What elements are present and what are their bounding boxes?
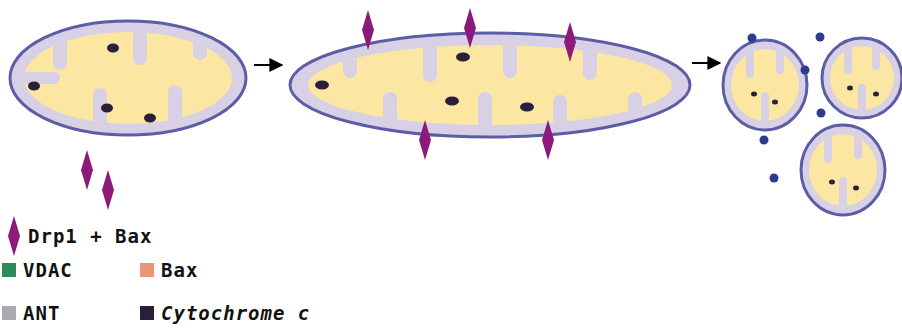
process-arrow xyxy=(692,62,720,64)
cytochrome-c xyxy=(315,53,534,112)
legend-label: Bax xyxy=(161,259,198,281)
crista xyxy=(872,40,880,70)
cristae xyxy=(844,40,880,120)
cytochrome-dot xyxy=(801,66,810,75)
outer-membrane xyxy=(10,21,246,135)
cytochrome-dot xyxy=(770,174,779,183)
cytochrome-dot xyxy=(445,97,459,106)
cristae xyxy=(746,40,784,132)
cytochrome-dot xyxy=(847,86,853,91)
drp1-bax-diamond xyxy=(542,120,554,160)
crista xyxy=(20,72,60,84)
crista xyxy=(168,85,182,145)
mitochondrion xyxy=(10,15,246,148)
cytochrome-dot xyxy=(772,100,778,105)
crista xyxy=(383,92,397,152)
legend-label: VDAC xyxy=(23,259,73,281)
cytochrome-dot xyxy=(853,186,859,191)
mitochondrion xyxy=(290,30,690,155)
crista xyxy=(53,15,67,70)
legend-item: Drp1 + Bax xyxy=(6,216,152,256)
legend-item: VDAC xyxy=(2,259,73,281)
legend-item: ANT xyxy=(2,302,60,324)
legend-label: Cytochrome c xyxy=(161,302,310,324)
cytochrome-dot xyxy=(107,44,119,53)
crista xyxy=(93,88,107,148)
mitochondrion xyxy=(723,40,807,132)
crista xyxy=(761,92,769,132)
cytochrome-dot xyxy=(101,104,113,113)
crista xyxy=(193,15,207,60)
legend-item: Cytochrome c xyxy=(140,302,310,324)
released-cytochrome-c xyxy=(748,33,826,183)
crista xyxy=(839,177,847,217)
process-arrow xyxy=(254,64,282,66)
cytochrome-dot xyxy=(144,114,156,123)
legend-label: ANT xyxy=(23,302,60,324)
cytochrome-dot xyxy=(760,136,769,145)
cristae xyxy=(824,125,862,217)
cytochrome-dot xyxy=(829,180,835,185)
legend-swatch xyxy=(140,263,154,277)
cytochrome-c xyxy=(28,44,156,123)
crista xyxy=(503,30,517,78)
cytochrome-dot xyxy=(520,103,534,112)
drp1-bax-diamond xyxy=(564,22,576,62)
mitochondrion xyxy=(822,38,902,120)
cytochrome-dot xyxy=(315,81,329,90)
crista xyxy=(776,40,784,74)
legend-label: Drp1 + Bax xyxy=(28,225,152,247)
legend-swatch xyxy=(2,306,16,320)
legend-swatch xyxy=(140,306,154,320)
legend-symbol xyxy=(6,216,22,256)
cytochrome-dot xyxy=(748,34,757,43)
drp1-bax-markers xyxy=(81,8,576,210)
drp1-bax-diamond xyxy=(362,10,374,50)
mitochondrion xyxy=(801,125,885,217)
crista xyxy=(583,30,597,80)
drp1-bax-diamond xyxy=(8,216,20,256)
cytochrome-dot xyxy=(873,92,879,97)
crista xyxy=(628,92,642,152)
cytochrome-dot xyxy=(28,82,40,91)
crista xyxy=(133,15,147,65)
drp1-bax-diamond xyxy=(102,170,114,210)
cristae xyxy=(20,15,207,148)
crista xyxy=(858,84,866,120)
crista xyxy=(423,30,437,82)
crista xyxy=(343,30,357,78)
crista xyxy=(478,92,492,152)
legend-swatch xyxy=(2,263,16,277)
cytochrome-dot xyxy=(456,53,470,62)
crista xyxy=(746,40,754,78)
crista xyxy=(824,125,832,163)
cristae xyxy=(343,30,642,155)
drp1-bax-diamond xyxy=(81,150,93,190)
crista xyxy=(854,125,862,159)
legend-item: Bax xyxy=(140,259,198,281)
cytochrome-dot xyxy=(751,92,757,97)
drp1-bax-diamond xyxy=(464,8,476,48)
cytochrome-dot xyxy=(817,109,826,118)
crista xyxy=(553,95,567,155)
crista xyxy=(844,40,852,74)
cytochrome-dot xyxy=(816,33,825,42)
drp1-bax-diamond xyxy=(419,120,431,160)
